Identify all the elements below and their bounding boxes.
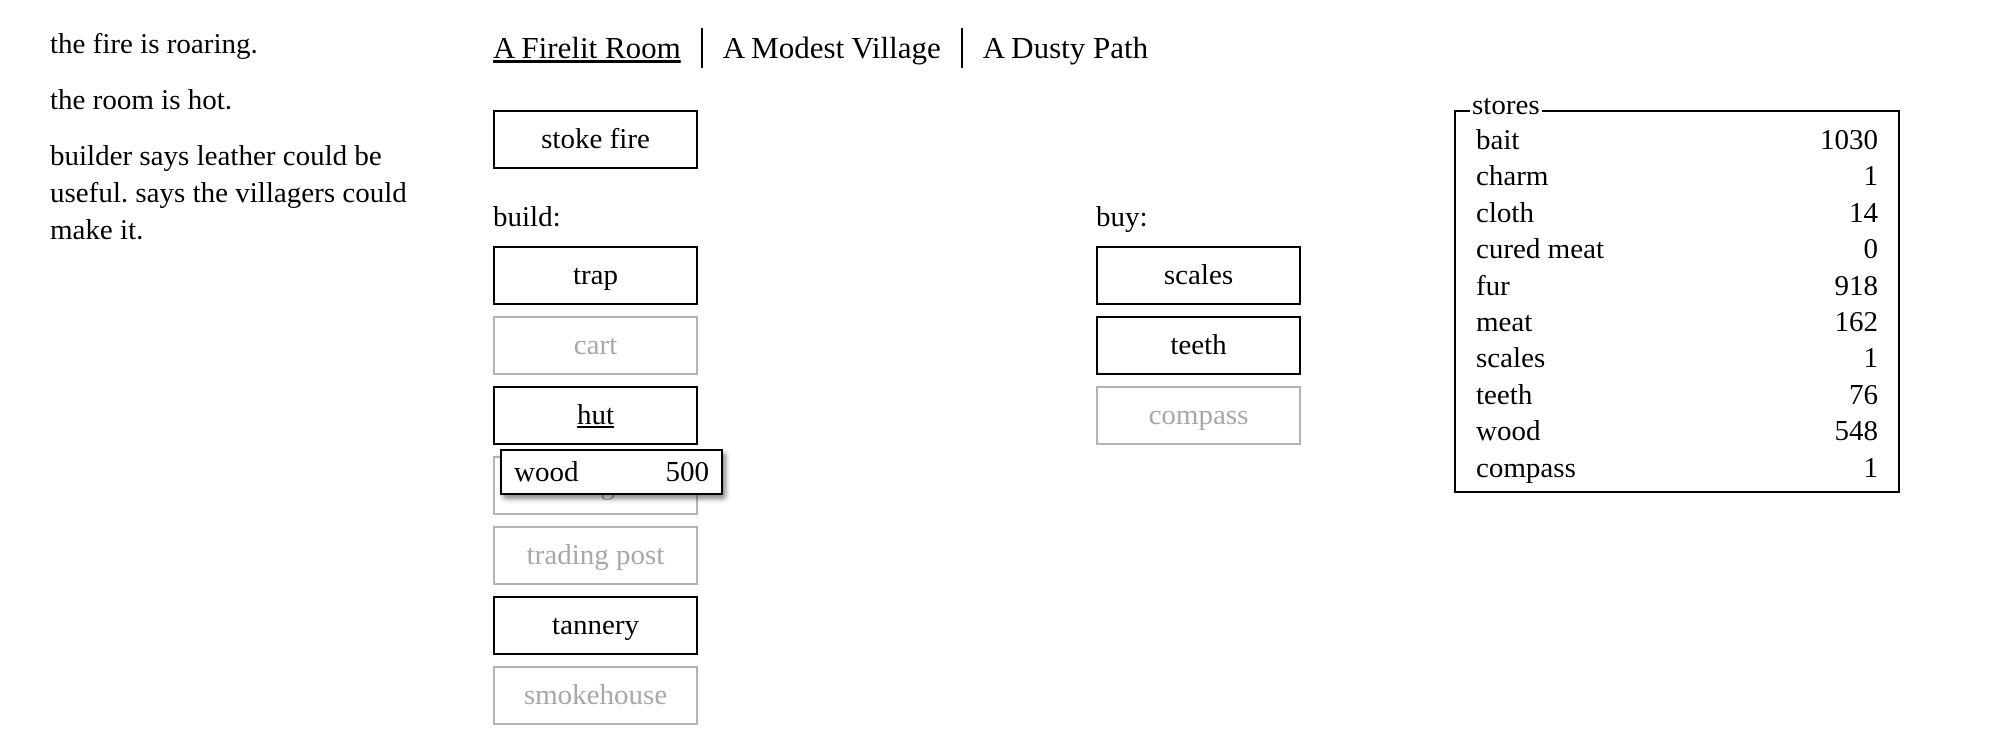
- build-hut-button[interactable]: hut: [493, 386, 698, 445]
- store-name: scales: [1476, 342, 1546, 375]
- store-name: wood: [1476, 415, 1541, 448]
- buy-compass-button[interactable]: compass: [1096, 386, 1301, 445]
- store-name: cloth: [1476, 196, 1534, 229]
- build-trap-button[interactable]: trap: [493, 246, 698, 305]
- store-row: cloth 14: [1476, 195, 1878, 231]
- build-tannery-button[interactable]: tannery: [493, 596, 698, 655]
- store-name: teeth: [1476, 378, 1533, 411]
- store-row: cured meat 0: [1476, 231, 1878, 267]
- store-value: 14: [1849, 196, 1878, 229]
- store-row: charm 1: [1476, 158, 1878, 194]
- tab-dusty-path[interactable]: A Dusty Path: [982, 30, 1149, 65]
- store-name: compass: [1476, 451, 1576, 484]
- store-value: 548: [1834, 415, 1879, 448]
- store-name: bait: [1476, 124, 1520, 156]
- location-tabs: A Firelit Room A Modest Village A Dusty …: [493, 26, 1148, 70]
- store-value: 76: [1849, 378, 1878, 411]
- store-row: teeth 76: [1476, 377, 1878, 413]
- store-value: 162: [1834, 305, 1879, 338]
- notification-text: the room is hot.: [50, 84, 233, 116]
- notification-text: the fire is roaring.: [50, 28, 258, 60]
- tooltip-cost: 500: [665, 455, 710, 488]
- store-value: 0: [1863, 233, 1879, 266]
- stores-panel: stores bait 1030 charm 1 cloth 14 cured …: [1454, 90, 1900, 493]
- store-name: charm: [1476, 160, 1549, 193]
- stoke-fire-button[interactable]: stoke fire: [493, 110, 698, 169]
- store-value: 918: [1834, 269, 1879, 302]
- build-label: build:: [493, 201, 561, 233]
- build-hut-label: hut: [576, 399, 615, 431]
- store-value: 1: [1863, 342, 1879, 375]
- notifications-panel: the fire is roaring. the room is hot. bu…: [50, 26, 460, 268]
- tab-divider: [960, 28, 963, 68]
- store-value: 1030: [1820, 124, 1878, 156]
- tab-divider: [700, 28, 703, 68]
- build-smokehouse-button[interactable]: smokehouse: [493, 666, 698, 725]
- stores-legend: stores: [1470, 89, 1542, 121]
- store-value: 1: [1863, 160, 1879, 193]
- store-name: meat: [1476, 305, 1533, 338]
- buy-label: buy:: [1096, 201, 1148, 233]
- tab-firelit-room[interactable]: A Firelit Room: [493, 30, 681, 65]
- notification-text: builder says leather could be useful. sa…: [50, 140, 407, 246]
- store-name: cured meat: [1476, 233, 1605, 266]
- store-row: meat 162: [1476, 304, 1878, 340]
- store-row: bait 1030: [1476, 122, 1878, 158]
- build-trading-post-button[interactable]: trading post: [493, 526, 698, 585]
- tooltip-resource: wood: [514, 455, 579, 488]
- store-value: 1: [1863, 451, 1879, 484]
- store-row: scales 1: [1476, 340, 1878, 376]
- store-row: compass 1: [1476, 450, 1878, 486]
- store-row: wood 548: [1476, 413, 1878, 449]
- buy-teeth-button[interactable]: teeth: [1096, 316, 1301, 375]
- tab-modest-village[interactable]: A Modest Village: [722, 30, 941, 65]
- buy-scales-button[interactable]: scales: [1096, 246, 1301, 305]
- store-name: fur: [1476, 269, 1510, 302]
- cost-tooltip: wood 500: [500, 449, 723, 495]
- store-row: fur 918: [1476, 268, 1878, 304]
- build-cart-button[interactable]: cart: [493, 316, 698, 375]
